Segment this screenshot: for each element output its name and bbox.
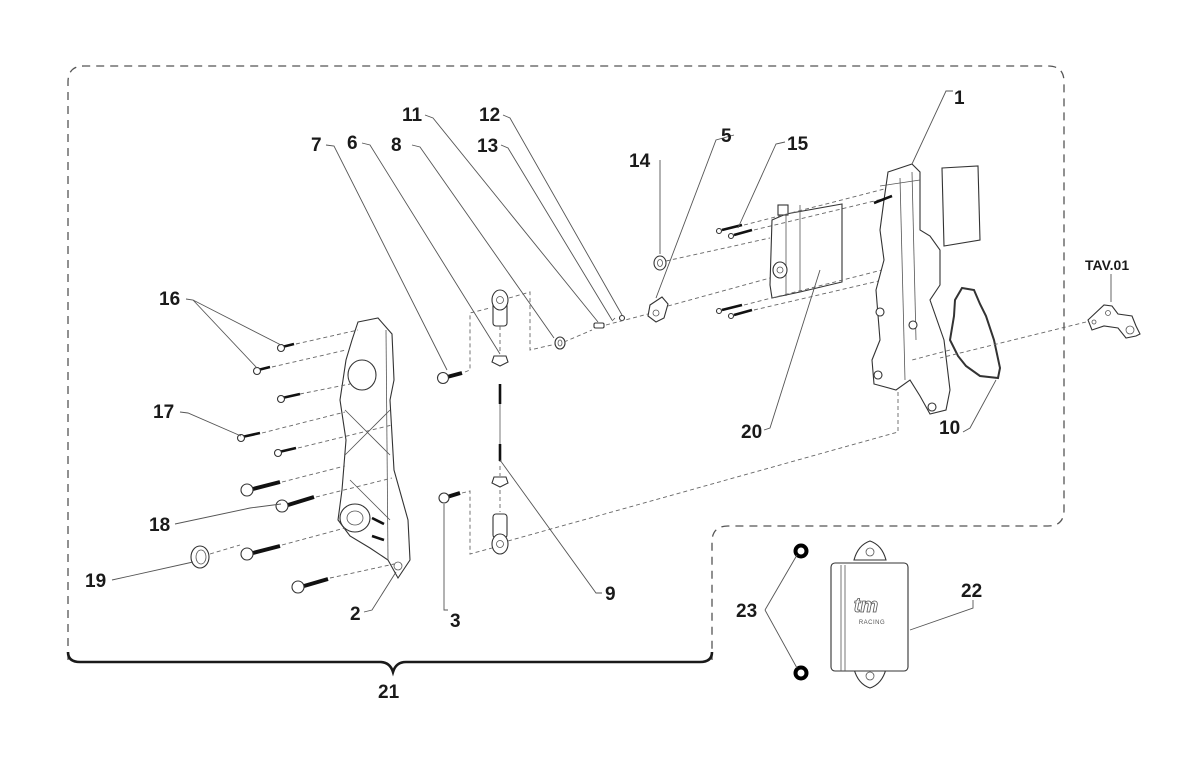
part-6-nut[interactable] [491, 355, 509, 367]
callout-13: 13 [477, 136, 498, 157]
part-18-bolts[interactable] [240, 480, 329, 594]
part-1-main-bracket[interactable] [871, 163, 981, 415]
callout-11: 11 [402, 105, 423, 126]
callout-1: 1 [954, 88, 965, 109]
rod-end-lower[interactable] [491, 513, 509, 555]
part-13-small-pin[interactable] [618, 314, 626, 322]
tav01-reference-part[interactable] [1087, 304, 1141, 339]
tm-racing-logo: tm [854, 595, 878, 617]
assembly-lines-left [209, 329, 395, 579]
part-22-cover-box[interactable]: tm RACING [830, 540, 909, 689]
callout-19: 19 [85, 571, 106, 592]
callout-22: 22 [961, 581, 982, 602]
assembly-lines-center [461, 291, 899, 555]
rod-end-upper[interactable] [491, 289, 509, 327]
callout-21: 21 [378, 682, 400, 703]
callout-8: 8 [391, 135, 402, 156]
callout-tav01: TAV.01 [1085, 257, 1129, 273]
part-5-lever[interactable] [647, 296, 669, 323]
part-2-side-cover[interactable] [337, 317, 411, 580]
leader-lines [111, 90, 1112, 669]
kit-brace [66, 651, 714, 677]
callout-7: 7 [311, 135, 322, 156]
part-19-washer[interactable] [190, 545, 210, 569]
callout-14: 14 [629, 151, 651, 172]
callout-2: 2 [350, 604, 361, 625]
part-3-bolt[interactable] [438, 491, 461, 504]
callout-23: 23 [736, 601, 757, 622]
callout-12: 12 [479, 105, 500, 126]
callout-20: 20 [741, 422, 762, 443]
callout-6: 6 [347, 133, 358, 154]
part-15-screws[interactable] [715, 223, 753, 320]
part-23-orings[interactable] [793, 543, 809, 681]
part-20-actuator[interactable] [769, 203, 843, 299]
nut-lower[interactable] [491, 476, 509, 488]
callout-15: 15 [787, 134, 809, 155]
callout-16: 16 [159, 289, 180, 310]
callout-5: 5 [721, 126, 732, 147]
part-11-pin[interactable] [593, 322, 605, 329]
tm-racing-logo-sub: RACING [859, 620, 885, 626]
part-8-washer[interactable] [554, 336, 566, 350]
part-7-bolt[interactable] [436, 371, 463, 385]
callout-18: 18 [149, 515, 170, 536]
callout-3: 3 [450, 611, 461, 632]
kit-boundary-frame [67, 65, 1065, 660]
assembly-lines-mid [563, 237, 771, 343]
callout-9: 9 [605, 584, 616, 605]
part-14-washer[interactable] [653, 255, 667, 271]
part-12-clip[interactable] [611, 317, 616, 322]
part-17-screws[interactable] [236, 392, 301, 458]
callout-10: 10 [939, 418, 960, 439]
part-10-gasket[interactable] [948, 286, 1002, 380]
callout-17: 17 [153, 402, 174, 423]
part-16-screws[interactable] [252, 342, 295, 376]
